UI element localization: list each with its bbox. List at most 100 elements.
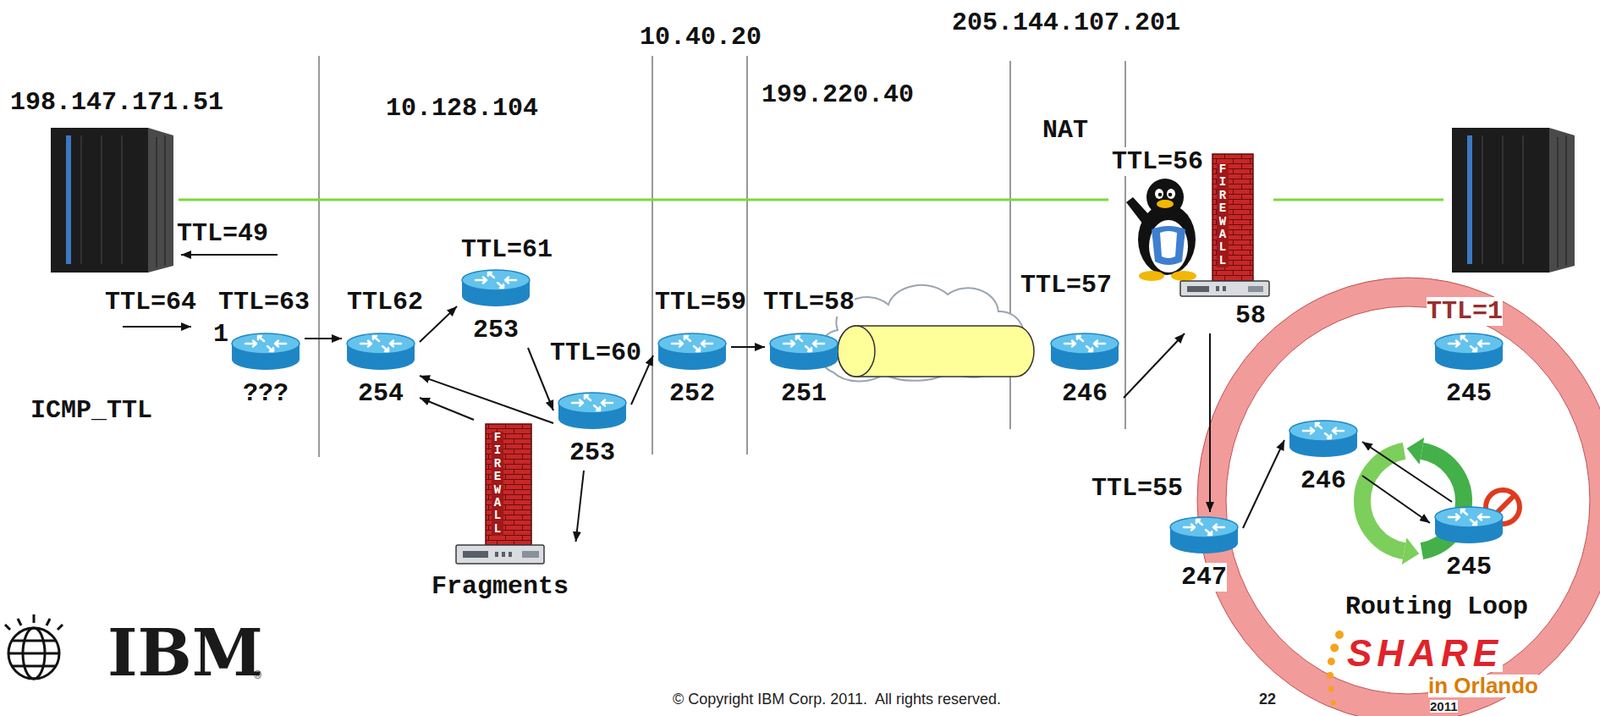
ttl-label: TTL=57 [1020, 270, 1112, 300]
flow-arrow [122, 325, 192, 328]
cycle-head [1402, 537, 1420, 565]
ttl-label: TTL62 [346, 287, 424, 317]
router-icon [768, 331, 840, 373]
logo-dot [1335, 630, 1344, 639]
router-icon [1287, 418, 1359, 460]
mainframe-side [1549, 127, 1575, 273]
router-node: ??? [230, 331, 302, 408]
logo-dot [1327, 657, 1336, 666]
router-node: 251 [768, 331, 840, 408]
packet-flow-arrow [419, 375, 554, 424]
subnet-label: 10.40.20 [639, 22, 762, 52]
packet-flow-arrow [1242, 439, 1285, 528]
router-node: 246 [1049, 331, 1121, 408]
router-icon [460, 268, 532, 309]
router-node: 246 [1287, 418, 1359, 495]
logo-dot [1330, 700, 1337, 706]
node-label: 245 [1446, 379, 1492, 408]
tool-label: ICMP_TTL [30, 395, 153, 425]
subnet-divider [318, 55, 1126, 457]
node-label: 251 [780, 379, 827, 408]
router-icon [1433, 505, 1505, 546]
logo-dot [1330, 643, 1339, 653]
ring-outline [1197, 277, 1600, 716]
subnet-divider [651, 55, 653, 455]
share-dots [1326, 630, 1344, 706]
router-node: 245 [1433, 331, 1505, 408]
globe-rays [5, 614, 63, 630]
router-node: 254 [345, 331, 417, 408]
globe-icon [5, 614, 63, 679]
copyright-text: © Copyright IBM Corp. 2011. All rights r… [672, 689, 1001, 709]
globe-outline [8, 627, 60, 679]
packet-flow-arrow [419, 306, 457, 342]
ttl-label: TTL=56 [1111, 147, 1204, 176]
node-label: 252 [669, 379, 715, 408]
packet-flow-arrow [731, 346, 765, 348]
router-icon [1049, 331, 1121, 373]
address-label: 198.147.171.51 [10, 87, 224, 117]
packet-flow-arrow [304, 337, 342, 340]
mainframe-icon [50, 127, 174, 273]
router-node: 253 [460, 268, 532, 345]
router-icon [1433, 331, 1505, 373]
logo-text: in Orlando [1428, 674, 1539, 698]
firewall-node: FIREWALL58 [1122, 153, 1271, 330]
cycle-head [1407, 437, 1425, 465]
node-label: 247 [1181, 562, 1227, 592]
mainframe-light [1467, 135, 1473, 264]
ttl-label: TTL=64 [104, 287, 197, 317]
router-icon [656, 331, 728, 373]
cycle-arrows [1362, 437, 1464, 565]
node-label-row: 246 [1049, 379, 1121, 408]
mainframe-panel [1482, 135, 1567, 268]
routing-loop-ring [1197, 277, 1600, 716]
packet-flow-arrow [1209, 333, 1211, 512]
packet-flow-arrow [1362, 475, 1430, 523]
node-label: ??? [242, 379, 289, 408]
node-label: 246 [1300, 466, 1347, 495]
packet-flow-arrow [419, 397, 474, 420]
globe-parallel [8, 640, 60, 666]
firewall-text: FIREWALL [491, 431, 504, 536]
subnet-label: 199.220.40 [761, 80, 914, 110]
ttl-label: TTL=55 [1091, 473, 1183, 503]
end-to-end-line [178, 198, 1109, 202]
logo-text: SHARE [1347, 634, 1503, 672]
node-label-row: 254 [345, 379, 417, 408]
node-label: 245 [1446, 552, 1492, 582]
nat-label: NAT [1042, 115, 1089, 145]
router-node: 247 [1168, 515, 1240, 592]
node-label-row: 245 [1433, 552, 1505, 582]
router-icon [556, 390, 628, 432]
ttl-label: TTL=59 [654, 287, 747, 317]
node-label-row: 58 [1122, 301, 1271, 330]
ttl-label: TTL=58 [763, 287, 855, 317]
router-node: 252 [656, 331, 728, 408]
subnet-divider [746, 55, 748, 455]
packet-flow-arrow [576, 470, 585, 542]
mainframe-icon [1451, 127, 1575, 273]
tunnel-body [837, 325, 1034, 377]
subnet-label: 10.128.104 [385, 93, 539, 123]
router-node: 253 [556, 390, 628, 468]
node-label-row: 247 [1168, 562, 1240, 592]
node-label-row: 252 [656, 379, 728, 408]
node-label-row: 246 [1287, 466, 1359, 495]
node-label: Fragments [431, 571, 569, 601]
ttl-label: TTL=63 [218, 287, 310, 317]
firewall-shape: FIREWALL [454, 423, 546, 567]
trademark: ® [253, 670, 262, 681]
ttl-label: TTL=1 [1426, 296, 1503, 326]
router-icon [230, 331, 302, 373]
logo-text: 2011 [1429, 699, 1458, 713]
node-label: 246 [1061, 379, 1108, 408]
router-node: 245 [1433, 505, 1505, 582]
node-label-row: 251 [768, 379, 840, 408]
logo-dot [1326, 671, 1334, 679]
mainframe-body [50, 127, 149, 273]
node-label: 254 [357, 379, 404, 408]
flow-arrow [181, 253, 278, 256]
logo-dot [1328, 686, 1335, 693]
